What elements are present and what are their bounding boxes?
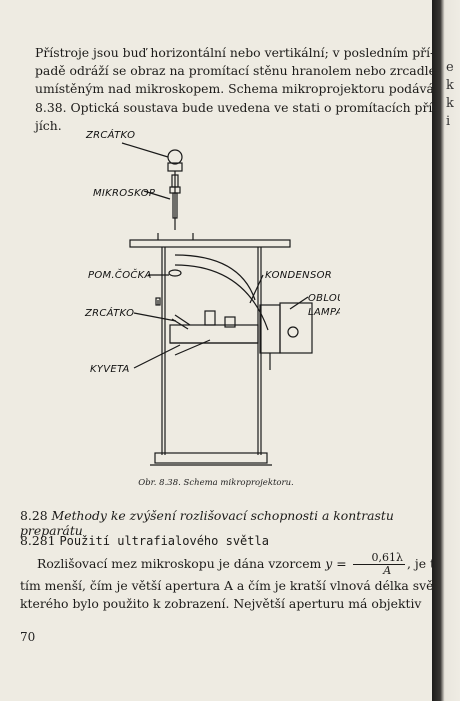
figure-caption: Obr. 8.38. Schema mikroprojektoru.	[138, 478, 294, 488]
adjacent-page-char: i	[446, 114, 451, 129]
label-kyveta: KYVETA	[90, 364, 130, 375]
label-pom-cocka: POM.ČOČKA	[88, 268, 152, 281]
paragraph-intro: Přístroje jsou buď horizontální nebo ver…	[35, 44, 460, 135]
label-lampa: LAMPA	[308, 307, 340, 318]
text-line: padě odráží se obraz na promítací stěnu …	[35, 63, 448, 79]
base-plate	[154, 452, 268, 464]
adjacent-page-char: k	[446, 96, 454, 111]
section-heading-8281: 8.281 Použití ultrafialového světla	[20, 533, 269, 548]
top-plate	[129, 239, 291, 248]
label-kondensor: KONDENSOR	[265, 270, 332, 281]
formula-variable: y =	[325, 556, 347, 571]
text-line: umístěným nad mikroskopem. Schema mikrop…	[35, 81, 460, 97]
microprojector-diagram: ZRCÁTKO MIKROSKOP POM.ČOČKA KONDENSOR OB…	[80, 125, 355, 475]
adjacent-page-char: k	[446, 78, 454, 93]
text-fragment: Rozlišovací mez mikroskopu je dána vzorc…	[37, 556, 322, 571]
diagram-svg: ZRCÁTKO MIKROSKOP POM.ČOČKA KONDENSOR OB…	[84, 128, 355, 466]
text-line: jích.	[35, 117, 62, 133]
lamp-box	[279, 302, 313, 354]
adjacent-page-edge: e k k i	[432, 0, 460, 701]
text-line: 8.38. Optická soustava bude uvedena ve s…	[35, 99, 460, 115]
condenser-rail	[169, 324, 259, 344]
paragraph-resolution: Rozlišovací mez mikroskopu je dána vzorc…	[20, 552, 457, 613]
section-number: 8.28	[20, 508, 48, 523]
text-line: kterého bylo použito k zobrazení. Největ…	[20, 596, 422, 612]
label-zrcatko-top: ZRCÁTKO	[85, 128, 135, 141]
section-number: 8.281	[20, 533, 56, 548]
text-line: tím menší, čím je větší apertura A a čím…	[20, 578, 454, 593]
section-title: Použití ultrafialového světla	[59, 534, 269, 548]
section-heading-828: 8.28 Methody ke zvýšení rozlišovací scho…	[20, 508, 432, 538]
formula-denominator: A	[383, 564, 392, 577]
text-line: Přístroje jsou buď horizontální nebo ver…	[35, 45, 435, 60]
aux-lens	[168, 269, 182, 277]
text-line: Rozlišovací mez mikroskopu je dána vzorc…	[20, 552, 457, 577]
adjacent-page-char: e	[446, 60, 454, 75]
resolution-formula: 0,61λ A	[352, 552, 405, 577]
section-title: Methody ke zvýšení rozlišovací schopnost…	[20, 508, 394, 538]
label-zrcatko-mid: ZRCÁTKO	[84, 306, 134, 319]
lamp-housing	[259, 304, 281, 354]
formula-numerator: 0,61λ	[352, 552, 405, 565]
label-oblouk: OBLOUK.	[308, 293, 340, 304]
top-mirror-shape	[167, 149, 183, 165]
label-mikroskop: MIKROSKOP	[93, 188, 156, 199]
page-number: 70	[20, 630, 36, 644]
